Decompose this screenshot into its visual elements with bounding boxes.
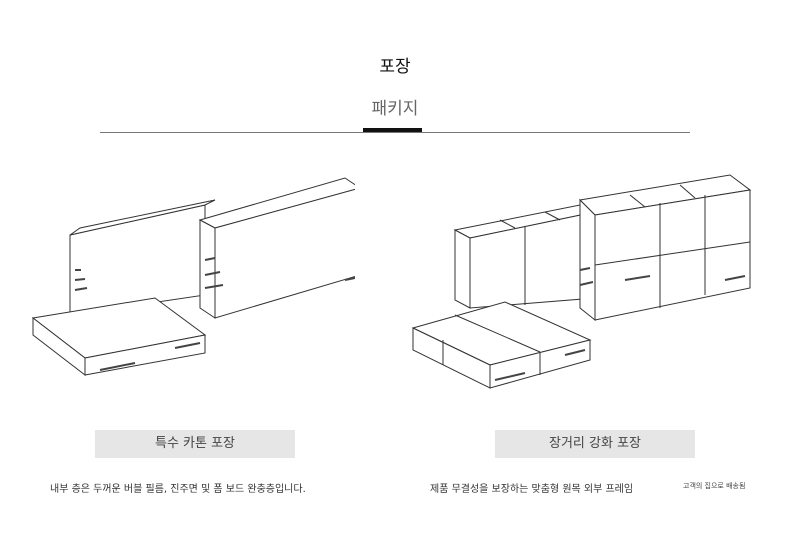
delivery-note: 고객의 집으로 배송됨	[683, 482, 746, 490]
carton-packaging-label: 특수 카톤 포장	[95, 430, 295, 458]
carton-boxes-illustration	[31, 177, 355, 377]
divider-accent	[363, 128, 422, 132]
wooden-crate-illustration	[411, 174, 752, 389]
carton-packaging-description: 내부 층은 두꺼운 버블 필름, 진주면 및 폼 보드 완충층입니다.	[50, 484, 306, 495]
crate-packaging-label: 장거리 강화 포장	[495, 430, 695, 458]
page-subtitle: 패키지	[371, 99, 419, 119]
divider	[100, 132, 690, 133]
crate-packaging-description: 제품 무결성을 보장하는 맞춤형 원목 외부 프레임	[430, 484, 634, 495]
page-title: 포장	[379, 57, 411, 77]
